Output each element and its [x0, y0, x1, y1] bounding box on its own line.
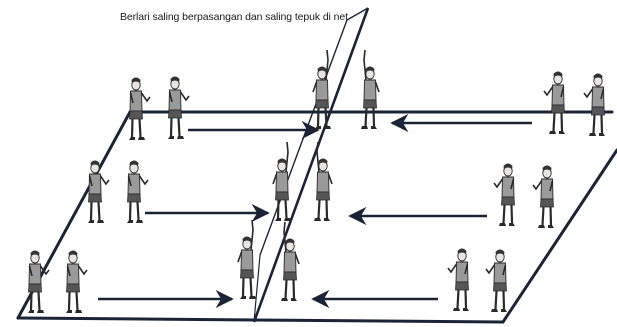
players-right: [448, 72, 605, 313]
net: [254, 8, 368, 322]
